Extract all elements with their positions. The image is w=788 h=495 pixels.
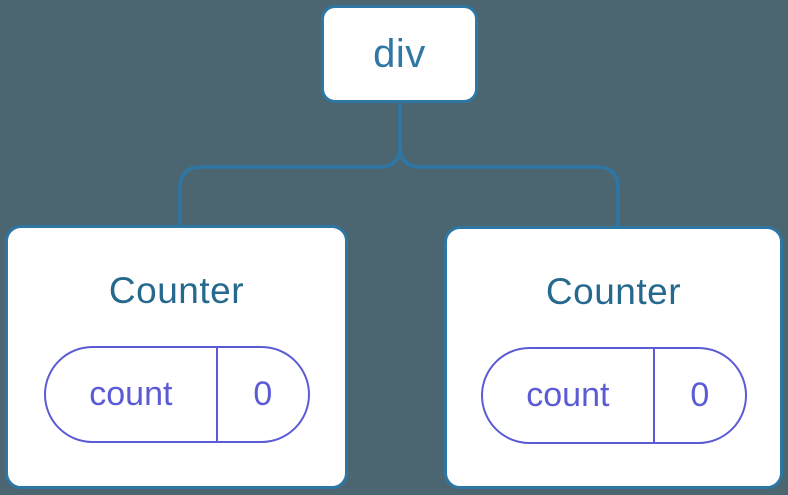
- state-pill-key: count: [483, 349, 656, 442]
- connector-right-branch: [398, 101, 620, 227]
- state-pill-value: 0: [690, 376, 710, 414]
- component-card-title: Counter: [108, 270, 245, 311]
- root-node-label: div: [373, 31, 426, 76]
- state-pill: count 0: [43, 346, 310, 443]
- component-card-title: Counter: [545, 271, 682, 312]
- root-node: div: [321, 5, 478, 103]
- component-card-left: Counter count 0: [5, 225, 348, 489]
- component-card-right: Counter count 0: [444, 226, 783, 489]
- state-pill-value: 0: [253, 375, 273, 413]
- state-pill-key: count: [46, 348, 219, 441]
- state-pill: count 0: [480, 347, 747, 444]
- connector-left-branch: [178, 101, 402, 226]
